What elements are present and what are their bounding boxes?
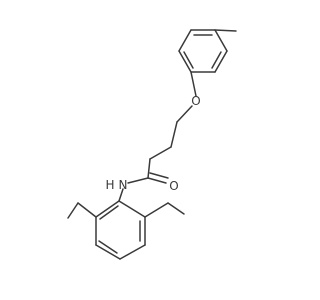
double-bond-inner — [211, 51, 222, 69]
carbonyl-oxygen-label: O — [169, 179, 178, 193]
structure-canvas: O O N H — [67, 29, 237, 260]
double-bond-inner — [183, 51, 194, 69]
amide-nitrogen-label: N — [119, 178, 128, 192]
bond — [119, 244, 146, 260]
amide-hydrogen-label: H — [105, 178, 114, 192]
ether-to-chain-bond — [176, 105, 193, 123]
bond — [118, 200, 146, 218]
chain-bond — [170, 121, 178, 148]
ethyl-bond — [167, 202, 185, 215]
diethylphenyl-ring — [95, 200, 146, 260]
ether-oxygen-label: O — [191, 94, 200, 108]
methyl-bond — [214, 29, 237, 32]
double-bond-inner — [99, 205, 119, 220]
bond — [214, 50, 228, 73]
bond — [214, 29, 228, 52]
bond — [95, 200, 120, 218]
ethyl-bond — [77, 202, 97, 218]
chain-bond — [147, 158, 151, 179]
methylphenyl-ring — [178, 29, 228, 73]
ethyl-bond — [144, 202, 169, 218]
carbonyl-bond-second — [149, 172, 169, 179]
double-bond-inner — [98, 240, 118, 254]
amide-bond — [127, 177, 149, 184]
ethyl-bond — [67, 202, 79, 219]
bond — [178, 29, 192, 52]
ring-to-ether-bond — [190, 71, 197, 97]
chain-bond — [149, 146, 172, 160]
bond — [95, 244, 121, 260]
bond — [178, 50, 192, 73]
carbonyl-bond — [147, 177, 167, 184]
n-to-aryl-bond — [118, 188, 124, 202]
